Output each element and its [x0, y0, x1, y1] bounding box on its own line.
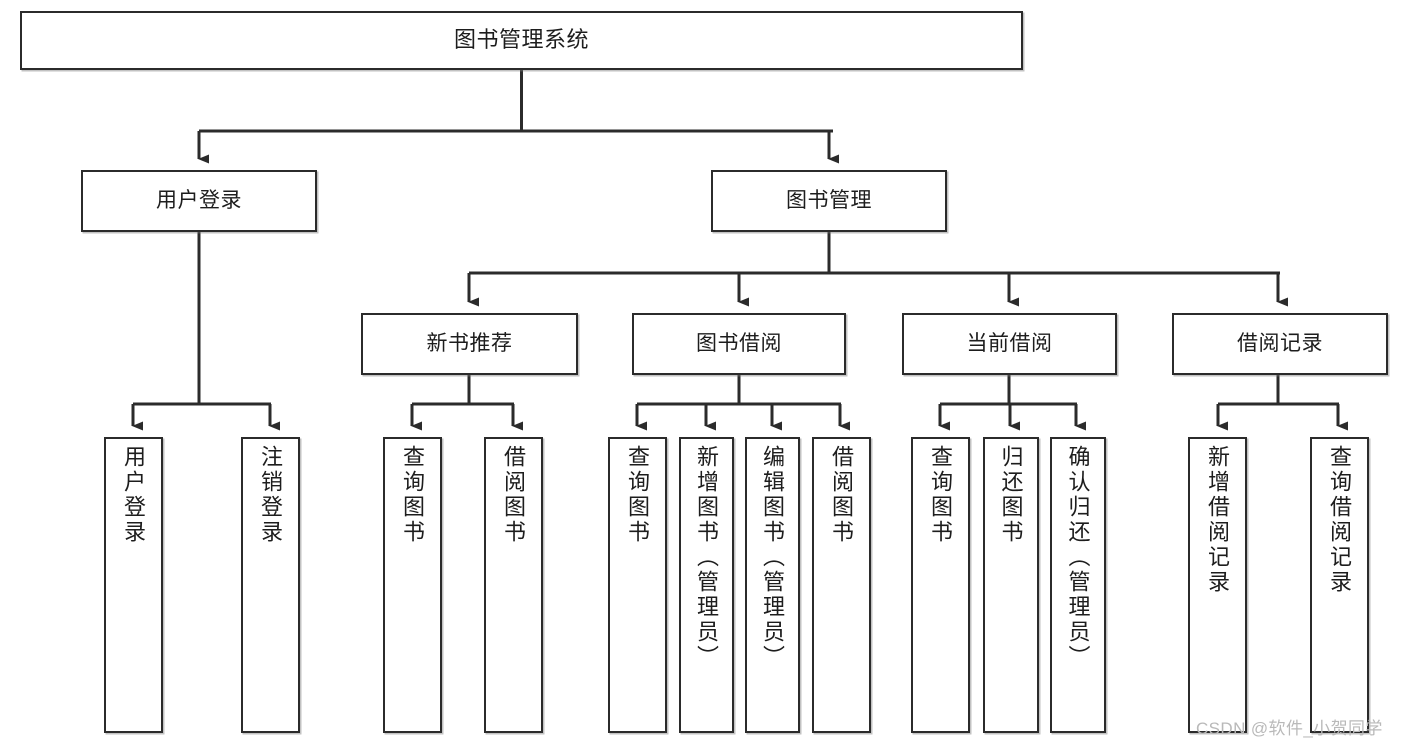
node-label-leaf-user-logout: 注销登录 — [258, 445, 284, 545]
node-leaf-borrow-book-rec[interactable]: 借阅图书 — [484, 437, 543, 733]
node-user-login[interactable]: 用户登录 — [81, 170, 317, 232]
node-label-leaf-query-book-current: 查询图书 — [928, 445, 954, 545]
node-leaf-edit-book-admin[interactable]: 编辑图书（管理员） — [745, 437, 800, 733]
node-borrow-record[interactable]: 借阅记录 — [1172, 313, 1388, 375]
node-label-leaf-return-book: 归还图书 — [998, 445, 1024, 545]
node-label-leaf-confirm-return-admin: 确认归还（管理员） — [1065, 445, 1091, 670]
node-label-leaf-add-borrow-record: 新增借阅记录 — [1205, 445, 1231, 595]
node-leaf-user-login[interactable]: 用户登录 — [104, 437, 163, 733]
node-leaf-confirm-return-admin[interactable]: 确认归还（管理员） — [1050, 437, 1106, 733]
node-leaf-query-book-current[interactable]: 查询图书 — [911, 437, 970, 733]
node-label-leaf-borrow-book: 借阅图书 — [829, 445, 855, 545]
node-label-borrow-record: 借阅记录 — [1237, 332, 1323, 356]
node-label-leaf-borrow-book-rec: 借阅图书 — [501, 445, 527, 545]
node-leaf-user-logout[interactable]: 注销登录 — [241, 437, 300, 733]
node-new-book-recommend[interactable]: 新书推荐 — [361, 313, 578, 375]
node-leaf-borrow-book[interactable]: 借阅图书 — [812, 437, 871, 733]
node-label-root: 图书管理系统 — [453, 27, 589, 53]
node-leaf-return-book[interactable]: 归还图书 — [983, 437, 1039, 733]
node-leaf-query-book-borrow[interactable]: 查询图书 — [608, 437, 667, 733]
node-current-borrow[interactable]: 当前借阅 — [902, 313, 1117, 375]
node-label-leaf-edit-book-admin: 编辑图书（管理员） — [760, 445, 786, 670]
node-leaf-add-book-admin[interactable]: 新增图书（管理员） — [679, 437, 734, 733]
csdn-watermark: CSDN @软件_小贺同学 — [1196, 719, 1383, 738]
node-label-user-login: 用户登录 — [156, 189, 242, 213]
node-leaf-add-borrow-record[interactable]: 新增借阅记录 — [1188, 437, 1247, 733]
node-label-current-borrow: 当前借阅 — [966, 332, 1053, 356]
node-label-leaf-user-login: 用户登录 — [121, 445, 147, 545]
node-label-leaf-add-book-admin: 新增图书（管理员） — [694, 445, 720, 670]
node-label-book-manage: 图书管理 — [786, 189, 872, 213]
node-label-new-book-recommend: 新书推荐 — [426, 332, 513, 356]
node-book-borrow[interactable]: 图书借阅 — [632, 313, 846, 375]
node-leaf-query-borrow-record[interactable]: 查询借阅记录 — [1310, 437, 1369, 733]
node-label-book-borrow: 图书借阅 — [696, 332, 782, 356]
node-root-system[interactable]: 图书管理系统 — [20, 11, 1023, 70]
node-label-leaf-query-borrow-record: 查询借阅记录 — [1327, 445, 1353, 595]
node-label-leaf-query-book-borrow: 查询图书 — [625, 445, 651, 545]
node-book-manage[interactable]: 图书管理 — [711, 170, 947, 232]
node-label-leaf-query-book-rec: 查询图书 — [400, 445, 426, 545]
node-leaf-query-book-rec[interactable]: 查询图书 — [383, 437, 442, 733]
